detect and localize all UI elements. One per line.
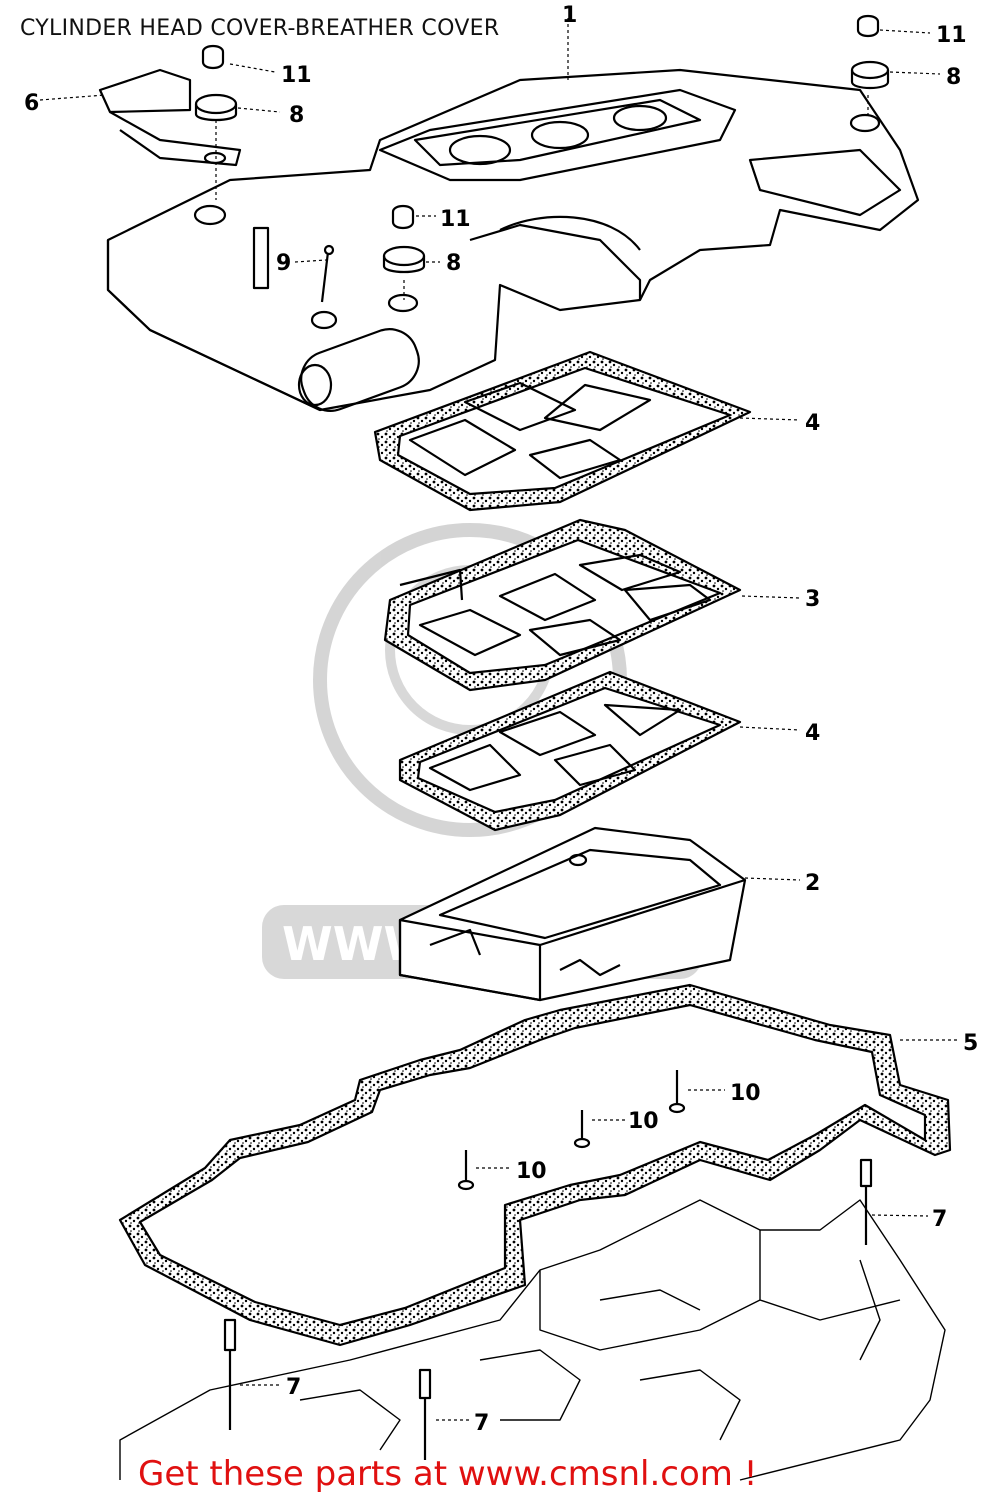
part-gasket-4-upper bbox=[373, 350, 752, 512]
part-bolt-10 bbox=[457, 1070, 686, 1191]
callout-10: 10 bbox=[730, 1081, 761, 1106]
callout-2: 2 bbox=[805, 871, 820, 896]
callout-1: 1 bbox=[562, 3, 577, 28]
callout-11: 11 bbox=[936, 23, 967, 48]
callout-6: 6 bbox=[24, 91, 39, 116]
callout-3: 3 bbox=[805, 587, 820, 612]
callout-8: 8 bbox=[289, 103, 304, 128]
callout-labels: 1 11 8 6 11 8 11 9 8 4 3 4 2 5 10 10 10 … bbox=[24, 3, 978, 1436]
callout-4: 4 bbox=[805, 721, 820, 746]
part-washer-8 bbox=[194, 60, 890, 274]
cmsnl-link[interactable]: Get these parts at www.cmsnl.com ! bbox=[138, 1454, 758, 1494]
part-gasket-4-lower bbox=[398, 670, 742, 832]
callout-11: 11 bbox=[281, 63, 312, 88]
callout-7: 7 bbox=[286, 1375, 301, 1400]
part-plate-3 bbox=[383, 518, 742, 692]
part-nut-11 bbox=[201, 14, 880, 230]
callout-4: 4 bbox=[805, 411, 820, 436]
part-cylinder-head-cover bbox=[106, 68, 920, 412]
callout-9: 9 bbox=[276, 251, 291, 276]
callout-11: 11 bbox=[440, 207, 471, 232]
callout-7: 7 bbox=[932, 1207, 947, 1232]
callout-10: 10 bbox=[516, 1159, 547, 1184]
callout-5: 5 bbox=[963, 1031, 978, 1056]
part-stud-7 bbox=[223, 1158, 873, 1460]
callout-7: 7 bbox=[474, 1411, 489, 1436]
leader-lines bbox=[39, 18, 960, 1421]
callout-10: 10 bbox=[628, 1109, 659, 1134]
part-breather-housing-2 bbox=[398, 826, 747, 1002]
part-cylinder-head-base bbox=[119, 1199, 946, 1481]
callout-8: 8 bbox=[446, 251, 461, 276]
callout-8: 8 bbox=[946, 65, 961, 90]
part-pin-9 bbox=[320, 244, 335, 303]
part-large-gasket-5 bbox=[118, 983, 952, 1347]
page-title: CYLINDER HEAD COVER-BREATHER COVER bbox=[20, 16, 500, 41]
part-bracket-6 bbox=[98, 68, 242, 167]
